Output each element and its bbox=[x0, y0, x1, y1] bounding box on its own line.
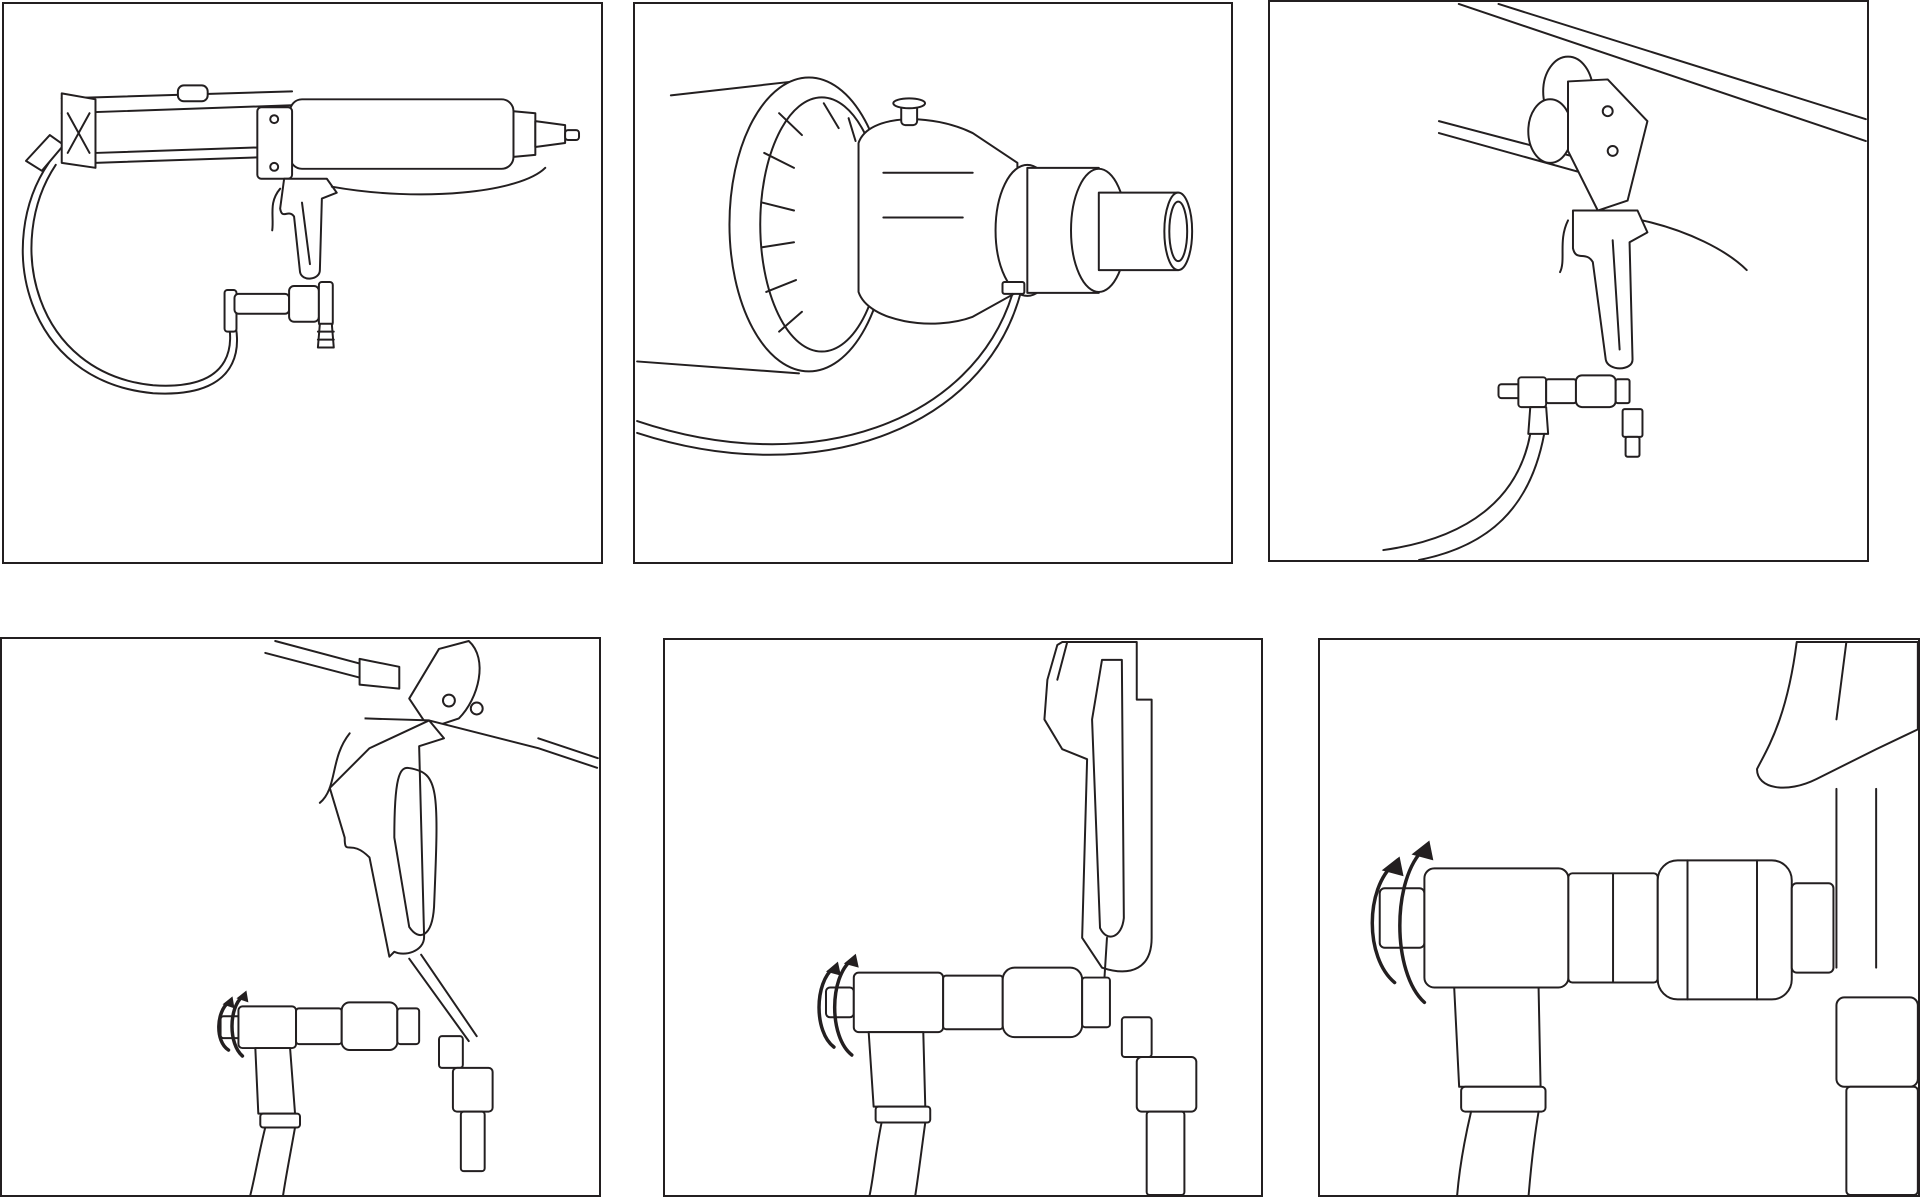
panel-6 bbox=[1318, 638, 1920, 1197]
panel-5 bbox=[663, 638, 1263, 1197]
panel-4 bbox=[0, 637, 601, 1197]
panel-3 bbox=[1268, 0, 1869, 562]
panel-2 bbox=[633, 2, 1233, 564]
t-fitting-rotate-small-drawing bbox=[217, 639, 599, 1195]
panel-1 bbox=[2, 2, 603, 564]
t-fitting-rotate-medium-drawing bbox=[817, 640, 1198, 1195]
gun-with-t-fitting-drawing bbox=[1382, 2, 1867, 560]
t-fitting-rotate-large-drawing bbox=[1370, 640, 1918, 1195]
grease-gun-overview-drawing bbox=[21, 84, 581, 395]
cartridge-cap-drawing bbox=[636, 76, 1194, 456]
